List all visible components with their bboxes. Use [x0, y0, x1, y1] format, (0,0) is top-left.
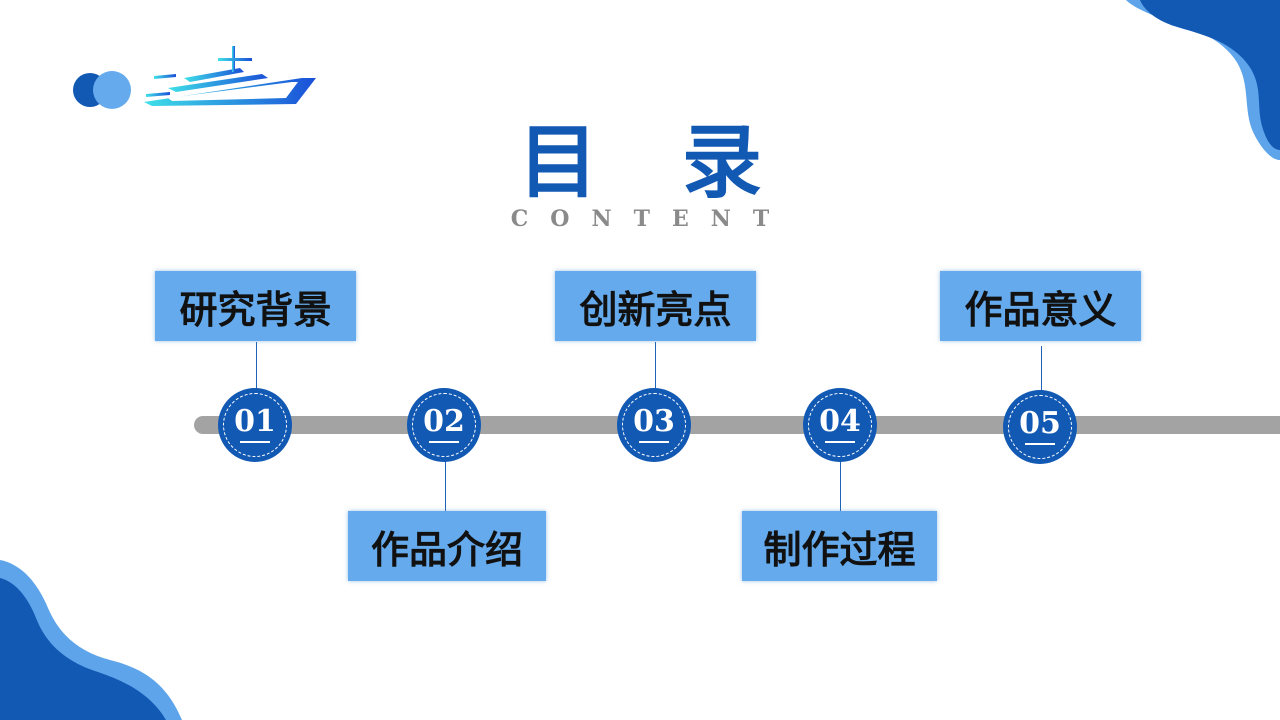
- toc-item-label: 研究背景: [179, 287, 332, 332]
- corner-wave-top-right: [1126, 0, 1280, 160]
- toc-item-label: 制作过程: [763, 527, 916, 572]
- toc-item-label: 作品介绍: [370, 527, 523, 572]
- toc-item-number: 03: [633, 407, 675, 443]
- corner-wave-bottom-left: [0, 560, 182, 720]
- toc-item-01-node[interactable]: 01: [218, 388, 292, 462]
- connector-05: [1041, 346, 1042, 392]
- toc-item-05-node[interactable]: 05: [1003, 390, 1077, 464]
- toc-item-number: 02: [423, 407, 465, 443]
- page-subtitle: CONTENT: [510, 206, 792, 232]
- toc-item-04-label[interactable]: 制作过程: [742, 511, 937, 581]
- toc-item-05-label[interactable]: 作品意义: [940, 271, 1141, 341]
- toc-item-02-node[interactable]: 02: [407, 388, 481, 462]
- connector-03: [655, 342, 656, 392]
- toc-item-03-label[interactable]: 创新亮点: [555, 271, 756, 341]
- toc-item-number: 05: [1019, 409, 1061, 445]
- ship-logo: [73, 46, 316, 109]
- toc-item-02-label[interactable]: 作品介绍: [348, 511, 546, 581]
- toc-item-04-node[interactable]: 04: [803, 388, 877, 462]
- connector-04: [840, 460, 841, 512]
- toc-item-03-node[interactable]: 03: [617, 388, 691, 462]
- toc-item-label: 作品意义: [964, 287, 1117, 332]
- connector-02: [445, 460, 446, 512]
- timeline-bar: [194, 416, 1280, 434]
- toc-item-number: 01: [234, 407, 276, 443]
- toc-item-number: 04: [819, 407, 861, 443]
- connector-01: [256, 342, 257, 392]
- toc-item-label: 创新亮点: [579, 287, 732, 332]
- toc-item-01-label[interactable]: 研究背景: [155, 271, 356, 341]
- page-title: 目 录: [518, 116, 790, 209]
